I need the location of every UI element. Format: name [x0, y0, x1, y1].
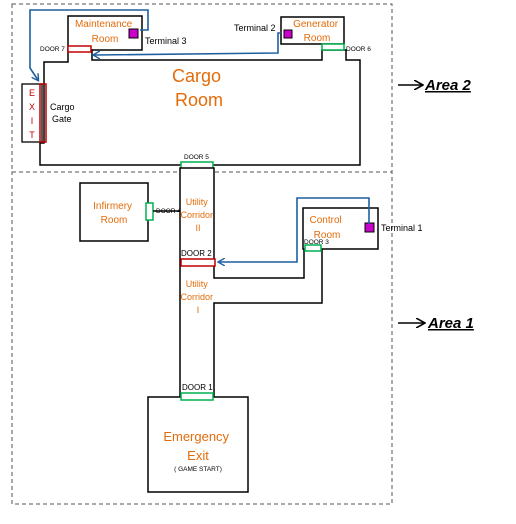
- area-2-label: Area 2: [424, 77, 472, 94]
- infirmary-room-label: Infirmery Room: [93, 201, 135, 226]
- terminal-2-label: Terminal 2: [234, 23, 276, 33]
- door-5-label: DOOR 5: [184, 154, 209, 161]
- terminal-3-cable: [29, 9, 149, 80]
- terminal-3-label: Terminal 3: [145, 36, 187, 46]
- terminal-2[interactable]: [283, 29, 293, 39]
- door-6[interactable]: [321, 43, 345, 51]
- cargo-room-label: Cargo Room: [172, 66, 226, 110]
- terminal-1-label: Terminal 1: [381, 223, 423, 233]
- door-3-label: DOOR 3: [304, 239, 329, 246]
- maintenance-room-label: Maintenance Room: [75, 19, 135, 45]
- generator-room-label: Generator Room: [293, 19, 341, 44]
- door-4[interactable]: [145, 202, 154, 221]
- door-2-label: DOOR 2: [181, 249, 212, 258]
- terminal-1[interactable]: [364, 222, 375, 233]
- door-1[interactable]: [180, 392, 214, 401]
- door-7-label: DOOR 7: [40, 46, 65, 53]
- door-7[interactable]: [67, 45, 92, 53]
- exit-letter-t: T: [29, 130, 35, 140]
- game-start-note: ( GAME START): [174, 466, 222, 473]
- exit-letter-i: I: [31, 116, 34, 126]
- control-room-label: Control Room: [309, 215, 344, 241]
- exit-letter-x: X: [29, 102, 35, 112]
- terminal-2-cable: [94, 32, 281, 55]
- emergency-exit-label: Emergency Exit: [163, 429, 232, 463]
- infirmary-room: [79, 182, 149, 242]
- generator-room: [280, 16, 345, 45]
- area-1-label: Area 1: [427, 315, 474, 332]
- cargo-gate-label: Cargo Gate: [50, 102, 77, 124]
- terminal-1-cable: [219, 197, 370, 262]
- door-1-label: DOOR 1: [182, 383, 213, 392]
- exit-letter-e: E: [29, 88, 35, 98]
- emergency-exit-room: [147, 396, 249, 493]
- terminal-3[interactable]: [128, 28, 139, 39]
- door-2[interactable]: [180, 258, 216, 267]
- utility-corridor-1-label: Utility Corridor I: [180, 279, 215, 315]
- utility-corridor-2-label: Utility Corridor II: [180, 197, 215, 233]
- cargo-gate-locked-marker: [39, 83, 47, 143]
- door-3[interactable]: [304, 244, 322, 252]
- cargo-gate-exit[interactable]: [21, 83, 43, 143]
- door-6-label: DOOR 6: [346, 46, 371, 53]
